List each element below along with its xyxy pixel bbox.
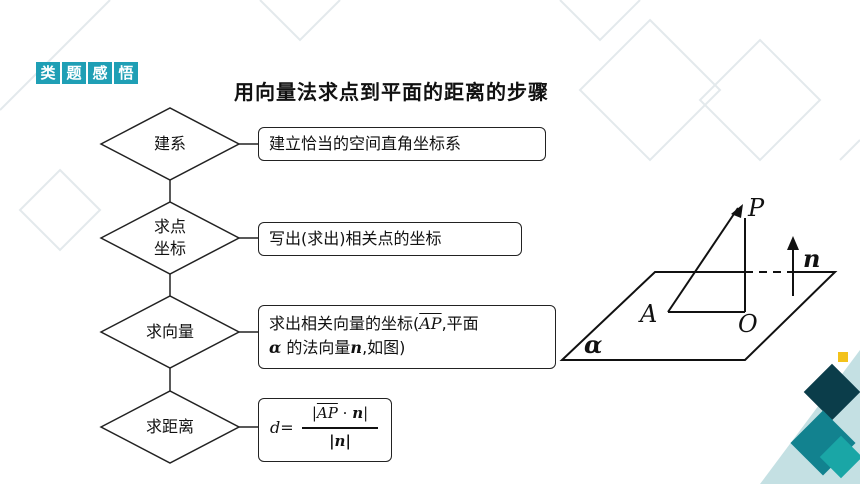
label-o: O [738,310,758,338]
normal-vector-n: n [350,338,363,357]
step-box-distance [258,398,392,462]
vector-ap: AP [419,314,442,333]
step-label-vectors: 求向量 [145,322,194,341]
step-label-distance: 求距离 [145,417,194,436]
vector-ap-line [667,207,739,313]
label-p: P [748,194,765,222]
abs-bar: | [311,404,317,422]
deco-diamond [578,18,722,162]
deco-line [839,139,860,161]
box-text: ,平面 [441,314,479,333]
deco-line [0,0,111,111]
abs-bar: | [363,404,369,422]
step-box-build: 建立恰当的空间直角坐标系 [258,127,546,161]
deco-line [559,0,641,42]
box-text: 求出相关向量的坐标( [269,314,420,333]
plane-alpha [559,271,838,361]
step-label-points: 求点 坐标 [130,216,210,260]
step-box-points: 写出(求出)相关点的坐标 [258,222,522,256]
deco-diamond [698,38,822,162]
vector-ap: AP [316,404,338,422]
label-a: A [640,300,658,328]
category-badge: 类 题 感 悟 [36,62,138,84]
deco-square-yellow [838,352,848,362]
step-box-vectors: 求出相关向量的坐标(AP,平面 α 的法向量n,如图) [258,305,556,369]
label-n: n [803,244,821,273]
badge-char: 类 [36,62,60,84]
alpha-symbol: α [269,338,282,357]
badge-char: 感 [88,62,112,84]
dot-operator: · [342,404,348,422]
deco-diamond [18,168,102,252]
normal-vector-n: n [352,404,364,422]
step-label-build: 建系 [153,134,186,153]
formula-denominator: |n| [329,432,351,450]
formula-numerator: |AP · n| [298,404,382,422]
arrowhead-p [731,204,743,218]
formula-lhs: d= [270,418,294,437]
step-label-line: 坐标 [153,239,186,258]
step-label-line: 求点 [153,217,186,236]
label-alpha: α [584,330,603,359]
deco-line [259,0,341,42]
badge-char: 悟 [114,62,138,84]
badge-char: 题 [62,62,86,84]
step-box-line: 求出相关向量的坐标(AP,平面 [269,312,545,336]
page-title: 用向量法求点到平面的距离的步骤 [234,80,549,104]
step-box-line: α 的法向量n,如图) [269,336,545,360]
box-text: ,如图) [362,338,406,357]
fraction-bar [302,427,378,429]
arrowhead-n [787,236,799,250]
box-text: 的法向量 [286,338,351,357]
